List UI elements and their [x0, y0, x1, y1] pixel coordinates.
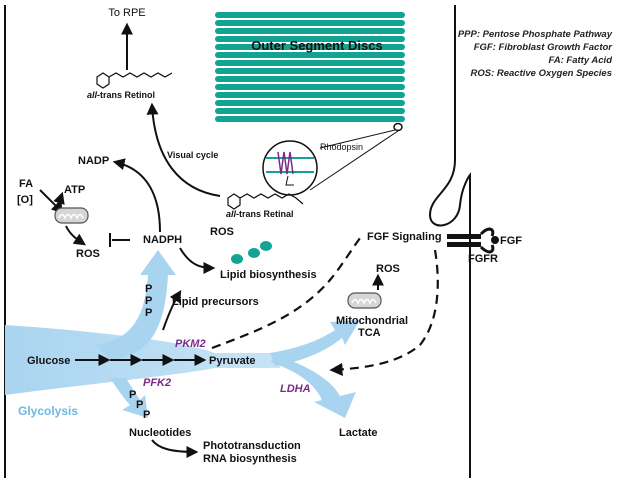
- lipid-biosynthesis-label: Lipid biosynthesis: [220, 269, 317, 281]
- legend-fa: FA: Fatty Acid: [548, 55, 612, 66]
- disc-layer: [215, 84, 405, 90]
- ros-mid-label: ROS: [210, 226, 234, 238]
- ppp-lower-3: P: [143, 409, 150, 421]
- fgf-signaling-label: FGF Signaling: [367, 231, 442, 243]
- disc-layer: [215, 20, 405, 26]
- mito-tca-label-1: Mitochondrial: [336, 315, 408, 327]
- mitochondrion-icon-2: [347, 292, 382, 309]
- to-lipid-precursors-arrow: [162, 289, 182, 331]
- ppp-lower: P P P: [129, 389, 150, 421]
- mitochondrion-icon: [54, 207, 89, 224]
- all-prefix-2: all: [226, 209, 237, 219]
- legend-ppp: PPP: Pentose Phosphate Pathway: [458, 29, 613, 40]
- rhodopsin-zoom: Rhodopsin: [262, 129, 399, 196]
- disc-layer: [215, 68, 405, 74]
- visual-cycle-label: Visual cycle: [167, 150, 218, 160]
- cell-membrane: [4, 5, 471, 478]
- lipid-precursors-label: Lipid precursors: [172, 296, 259, 308]
- legend-ros: ROS: Reactive Oxygen Species: [470, 68, 612, 79]
- svg-text:all-trans Retinol: all-trans Retinol: [87, 90, 155, 100]
- disc-layer: [215, 100, 405, 106]
- outer-segment-discs-label: Outer Segment Discs: [251, 38, 383, 53]
- nadp-label: NADP: [78, 155, 109, 167]
- rhodopsin-protein-icon: [277, 151, 294, 175]
- lipid-droplet-icon: [231, 241, 272, 264]
- pyruvate-label: Pyruvate: [209, 355, 255, 367]
- glucose-label: Glucose: [27, 355, 70, 367]
- fgfr-label: FGFR: [468, 253, 498, 265]
- disc-layer: [215, 36, 405, 42]
- nadph-to-lipid-arrow: [179, 247, 216, 274]
- disc-layer: [215, 60, 405, 66]
- disc-layer: [215, 28, 405, 34]
- disc-layer: [215, 108, 405, 114]
- all-trans-retinal-label: -trans Retinal: [236, 209, 294, 219]
- all-trans-retinol-label: -trans Retinol: [97, 90, 155, 100]
- rhodopsin-label: Rhodopsin: [320, 142, 363, 152]
- ppp-lower-1: P: [129, 389, 136, 401]
- legend-fgf: FGF: Fibroblast Growth Factor: [474, 42, 614, 53]
- lactate-label: Lactate: [339, 427, 378, 439]
- legend: PPP: Pentose Phosphate Pathway FGF: Fibr…: [458, 29, 613, 79]
- disc-layer: [215, 116, 405, 122]
- ppp-lower-2: P: [136, 399, 143, 411]
- retinal-structure: all-trans Retinal: [226, 193, 304, 219]
- ppp-upper: P P P: [145, 283, 152, 319]
- to-rpe-label: To RPE: [108, 7, 145, 19]
- disc-layer: [215, 76, 405, 82]
- ppp-upper-2: P: [145, 295, 152, 307]
- atp-label: ATP: [64, 184, 85, 196]
- fgf-to-ldha-dashed: [329, 249, 439, 377]
- nadph-label: NADPH: [143, 234, 182, 246]
- fgf-label: FGF: [500, 235, 522, 247]
- ppp-upper-1: P: [145, 283, 152, 295]
- mito-tca-label-2: TCA: [358, 327, 381, 339]
- ldha-label: LDHA: [280, 383, 311, 395]
- retinol-structure: To RPE all-trans Retinol: [87, 7, 173, 100]
- disc-layer: [215, 44, 405, 50]
- nucleotides-label: Nucleotides: [129, 427, 191, 439]
- outer-segment-discs: Outer Segment Discs: [215, 12, 405, 132]
- nadph-to-nadp-arrow: [112, 158, 161, 233]
- rna-biosynthesis-label: RNA biosynthesis: [203, 453, 297, 465]
- visual-cycle-arrow: [146, 102, 221, 197]
- o-label: [O]: [17, 194, 33, 206]
- disc-layer: [215, 52, 405, 58]
- phototransduction-label: Phototransduction: [203, 440, 301, 452]
- ros-right-label: ROS: [376, 263, 400, 275]
- fa-label: FA: [19, 178, 33, 190]
- ros-left-label: ROS: [76, 248, 100, 260]
- ppp-upper-3: P: [145, 307, 152, 319]
- glycolysis-label: Glycolysis: [18, 404, 78, 418]
- all-prefix: all: [87, 90, 98, 100]
- pkm2-label: PKM2: [175, 338, 206, 350]
- svg-text:all-trans Retinal: all-trans Retinal: [226, 209, 294, 219]
- fgfr-receptor-icon: [447, 227, 499, 254]
- disc-layer: [215, 12, 405, 18]
- disc-layer: [215, 92, 405, 98]
- pfk2-label: PFK2: [143, 377, 171, 389]
- fgf-to-pkm2-dashed: [211, 237, 361, 350]
